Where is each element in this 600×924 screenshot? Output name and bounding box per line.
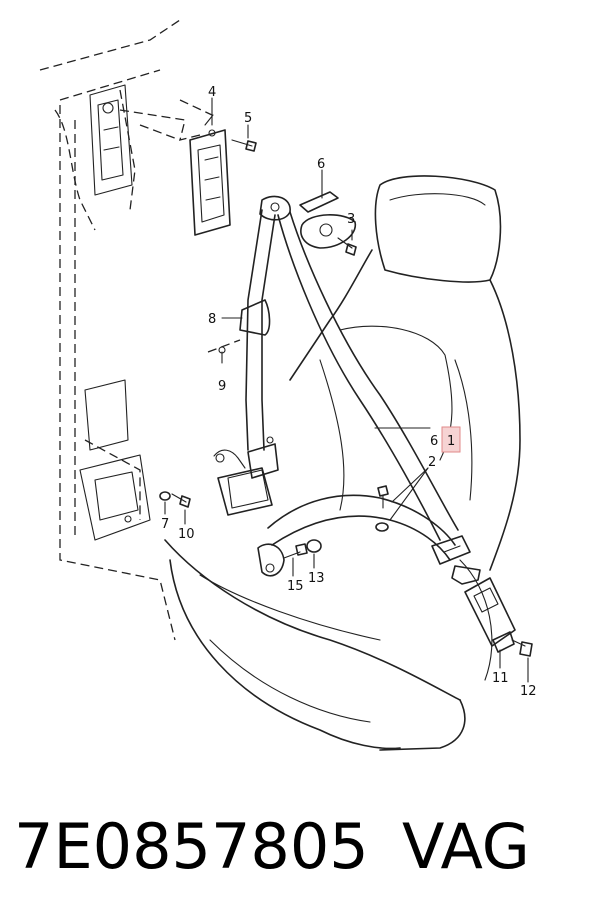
pillar-lower-panel — [79, 379, 151, 541]
callout-3: 3 — [347, 212, 355, 227]
highlight-box-item-1 — [441, 426, 461, 453]
belt-guide-8 — [207, 299, 271, 354]
seat-cushion — [164, 539, 493, 751]
bolt-2 — [375, 485, 389, 532]
callout-12: 12 — [520, 684, 537, 699]
bolt-3 — [337, 237, 357, 256]
callout-5: 5 — [244, 111, 252, 126]
brand-label: VAG — [402, 810, 530, 883]
buckle — [464, 577, 516, 653]
body-pillar — [39, 19, 201, 641]
callout-1: 1 — [447, 434, 455, 449]
washer-7 — [159, 491, 171, 501]
lower-anchor-plate — [257, 543, 285, 577]
seat-backrest — [289, 175, 521, 571]
callout-11: 11 — [492, 671, 509, 686]
callout-2: 2 — [428, 455, 436, 470]
callout-15: 15 — [287, 579, 304, 594]
callout-13: 13 — [308, 571, 325, 586]
callout-10: 10 — [178, 527, 195, 542]
callout-6-bottom: 6 — [430, 434, 438, 449]
belt-tongue — [431, 535, 481, 585]
callout-8: 8 — [208, 312, 216, 327]
retractor-mount-bracket — [139, 99, 231, 236]
retractor-unit — [213, 436, 279, 516]
callout-9: 9 — [218, 379, 226, 394]
cap-13 — [306, 539, 322, 553]
bolt-10 — [171, 493, 191, 508]
bolt-12 — [511, 639, 533, 657]
callout-7: 7 — [161, 517, 169, 532]
leader-lines — [164, 97, 529, 683]
bolt-15 — [283, 543, 308, 559]
pillar-upper-panel — [89, 84, 133, 196]
bolt-5 — [231, 139, 257, 152]
part-number: 7E0857805 — [14, 810, 369, 883]
belt-webbing — [245, 209, 459, 561]
callout-6-top: 6 — [317, 157, 325, 172]
callout-4: 4 — [208, 85, 216, 100]
